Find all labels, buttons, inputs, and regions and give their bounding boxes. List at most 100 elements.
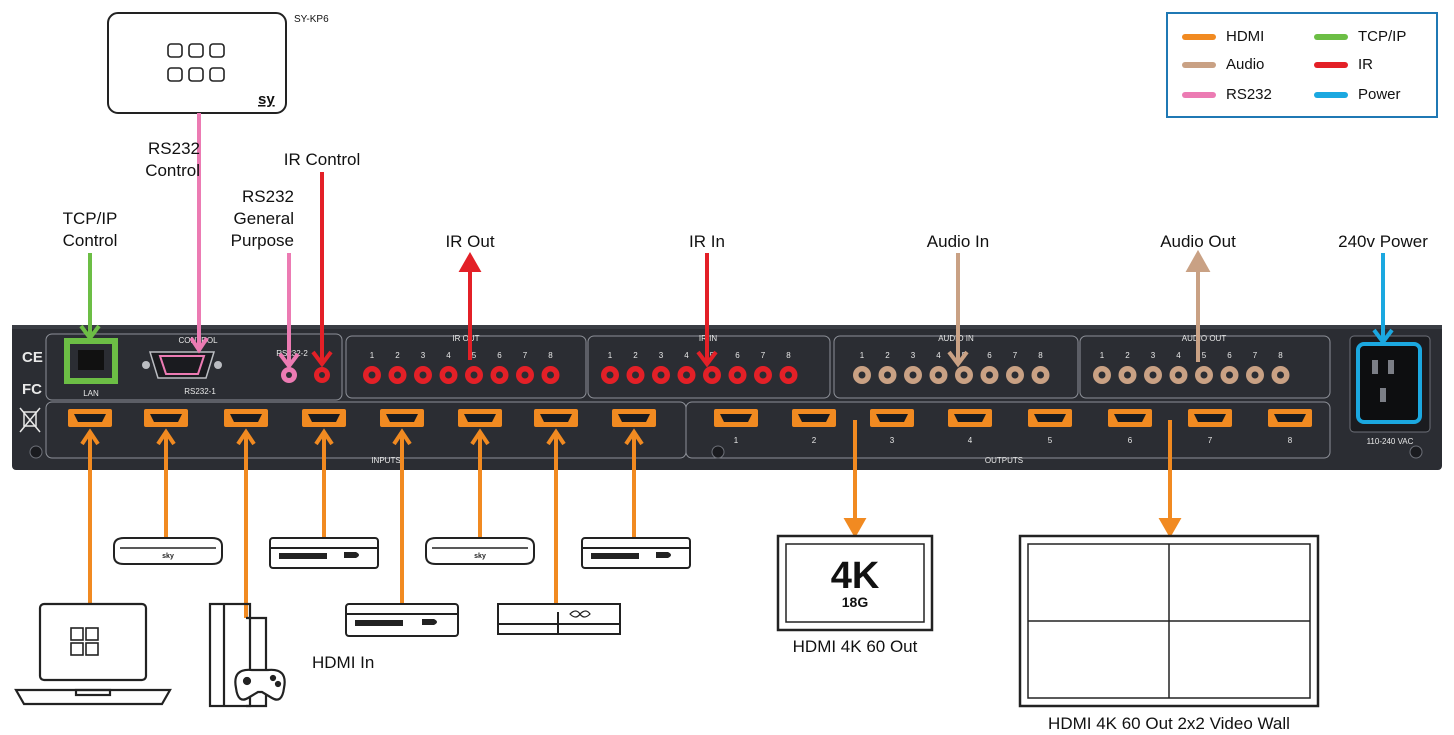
- rs232-general-line: General: [233, 209, 294, 228]
- rs232-general-line: Purpose: [230, 231, 294, 250]
- hdmi-input-port-8: [612, 409, 656, 427]
- output-number: 4: [968, 436, 973, 445]
- hdmi-output-port-3: [870, 409, 914, 427]
- port-number: 7: [1013, 351, 1018, 360]
- ir-out-jack-hole: [496, 371, 503, 379]
- ir-out-jack-hole: [368, 371, 376, 379]
- ir-in-jack-hole: [785, 371, 792, 379]
- rs232-control-label: RS232 Control: [110, 138, 200, 182]
- port-number: 5: [1202, 351, 1207, 360]
- hdmi-output-port-6: [1108, 409, 1152, 427]
- ir-in-label: IR In: [689, 232, 725, 251]
- port-number: 4: [936, 351, 941, 360]
- vac-panel-label: 110-240 VAC: [1367, 437, 1414, 446]
- legend-item-ir: IR: [1314, 56, 1373, 73]
- ir-out-jack-hole: [470, 371, 478, 379]
- ir-out-jack-hole: [547, 371, 554, 379]
- hdmi-input-port-5: [380, 409, 424, 427]
- audio-in-jack-hole: [960, 371, 968, 379]
- keypad-model: SY-KP6: [294, 14, 329, 25]
- laptop-icon: [14, 602, 172, 706]
- ir-in-jack-hole: [708, 371, 716, 379]
- ir-in-jack-hole: [759, 371, 767, 379]
- legend-label: Power: [1358, 86, 1401, 103]
- port-number: 8: [786, 351, 791, 360]
- bluray-player-1-icon: [269, 537, 379, 569]
- hdmi-output-port-2: [792, 409, 836, 427]
- rs232-control-line: Control: [145, 161, 200, 180]
- audio-out-jack-hole: [1149, 371, 1157, 379]
- sky-box-2-icon: [425, 537, 535, 565]
- hdmi-input-port-4: [302, 409, 346, 427]
- power-label: 240v Power: [1338, 232, 1428, 251]
- lan-panel-label: LAN: [83, 389, 99, 398]
- port-number: 6: [735, 351, 740, 360]
- audio-in-jack-hole: [884, 371, 891, 379]
- output-number: 5: [1048, 436, 1053, 445]
- port-number: 6: [497, 351, 502, 360]
- legend-swatch: [1314, 33, 1348, 40]
- bluray-player-3-icon: [345, 603, 459, 637]
- hdmi-input-port-1: [68, 409, 112, 427]
- audio-in-jack-hole: [986, 371, 993, 379]
- port-number: 4: [684, 351, 689, 360]
- sy-logo: sy: [258, 91, 275, 108]
- output-number: 1: [734, 436, 739, 445]
- legend-item-hdmi: HDMI: [1182, 28, 1264, 45]
- audio-out-jack-hole: [1226, 371, 1233, 379]
- rs232-general-label: RS232 General Purpose: [222, 186, 294, 252]
- port-number: 8: [1278, 351, 1283, 360]
- port-number: 8: [548, 351, 553, 360]
- audio-in-label: Audio In: [926, 232, 990, 251]
- legend-item-audio: Audio: [1182, 56, 1264, 73]
- legend-item-tcpip: TCP/IP: [1314, 28, 1406, 45]
- audio-out-label: Audio Out: [1160, 232, 1236, 251]
- audio-out-jack-hole: [1098, 371, 1106, 379]
- ir-out-jack-hole: [419, 371, 427, 379]
- ir-out-panel-label: IR OUT: [452, 334, 479, 343]
- hdmi-in-label: HDMI In: [312, 653, 375, 672]
- set-top-box-icon: [497, 603, 621, 635]
- tcpip-control-line: TCP/IP: [62, 209, 118, 228]
- legend-label: TCP/IP: [1358, 28, 1407, 45]
- hdmi-input-port-6: [458, 409, 502, 427]
- audio-out-jack-hole: [1200, 371, 1208, 379]
- port-number: 7: [523, 351, 528, 360]
- hdmi-output-port-8: [1268, 409, 1312, 427]
- ir-in-jack-hole: [734, 371, 741, 379]
- output-number: 3: [890, 436, 895, 445]
- rs232-general-line: RS232: [242, 187, 294, 206]
- tv-4k-icon: [776, 534, 934, 632]
- port-number: 6: [987, 351, 992, 360]
- port-number: 2: [1125, 351, 1130, 360]
- port-number: 1: [860, 351, 865, 360]
- port-number: 3: [1151, 351, 1156, 360]
- ir-out-label: IR Out: [445, 232, 495, 251]
- ir-in-jack-hole: [683, 371, 690, 379]
- game-console-icon: [208, 602, 286, 708]
- legend: HDMI TCP/IP Audio IR RS232 Power: [1166, 12, 1438, 118]
- tcpip-control-label: TCP/IP Control: [44, 208, 136, 252]
- port-number: 3: [421, 351, 426, 360]
- sky-box-1-icon: [113, 537, 223, 565]
- ir-in-jack-hole: [606, 371, 614, 379]
- rs232-2-panel-label: RS232-2: [276, 349, 308, 358]
- output-number: 8: [1288, 436, 1293, 445]
- legend-label: RS232: [1226, 86, 1272, 103]
- audio-out-panel-label: AUDIO OUT: [1182, 334, 1227, 343]
- port-number: 4: [1176, 351, 1181, 360]
- hdmi-input-port-2: [144, 409, 188, 427]
- legend-swatch: [1182, 33, 1216, 40]
- port-number: 1: [608, 351, 613, 360]
- port-number: 2: [885, 351, 890, 360]
- hdmi-output-port-4: [948, 409, 992, 427]
- ir-in-jack-hole: [657, 371, 665, 379]
- port-number: 1: [370, 351, 375, 360]
- port-number: 1: [1100, 351, 1105, 360]
- legend-label: Audio: [1226, 56, 1265, 73]
- audio-in-jack-hole: [1011, 371, 1019, 379]
- legend-swatch: [1314, 91, 1348, 98]
- sky-logo-2: sky: [474, 553, 486, 560]
